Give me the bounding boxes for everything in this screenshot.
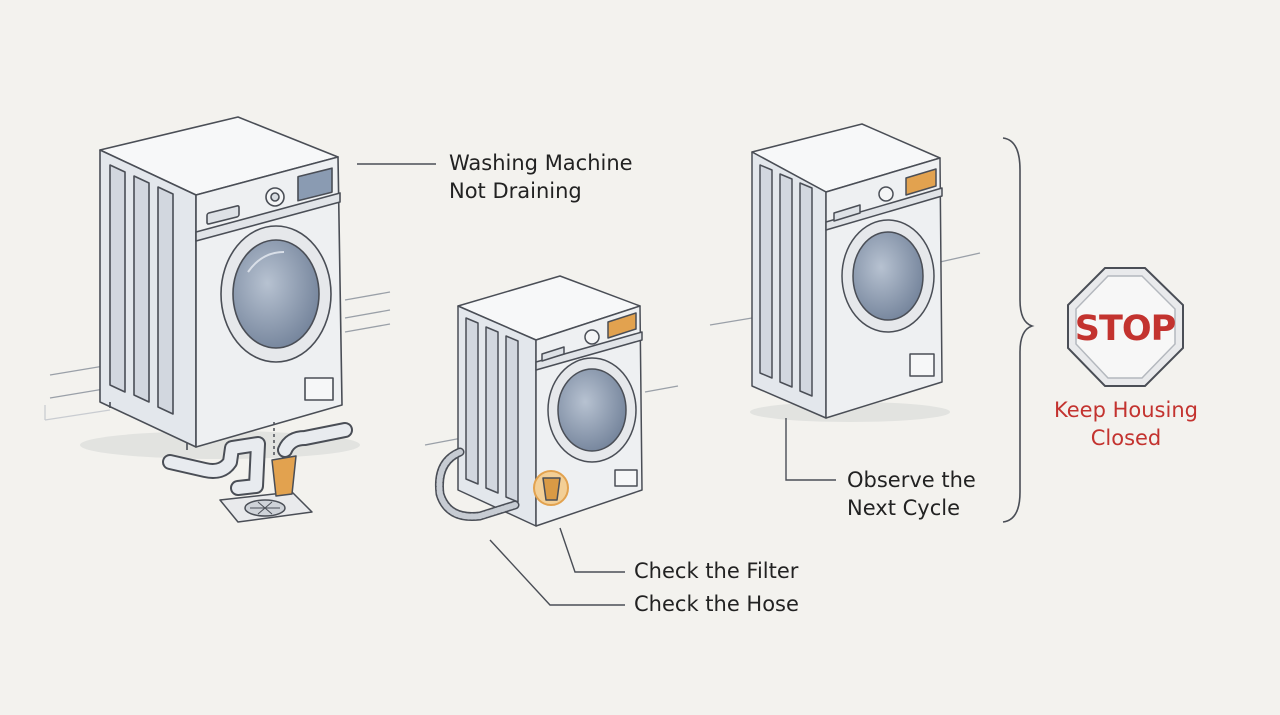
leader-hose [489, 539, 625, 606]
washer-medium [750, 123, 950, 422]
leader-filter [559, 527, 625, 573]
label-observe-next-cycle: Observe the Next Cycle [847, 468, 976, 520]
label-check-hose: Check the Hose [634, 592, 799, 616]
label-keep-housing-closed: Keep Housing Closed [1054, 398, 1198, 450]
label-check-filter: Check the Filter [634, 559, 799, 583]
curly-brace [1002, 137, 1035, 523]
floor-lines [44, 252, 981, 446]
leader-lines [357, 163, 836, 606]
label-not-draining: Washing Machine Not Draining [449, 151, 633, 203]
drain-pipes [162, 422, 353, 523]
washer-large [80, 116, 360, 459]
stop-sign: STOP [1067, 267, 1184, 387]
stop-sign-text: STOP [1075, 309, 1176, 349]
washer-small [434, 275, 643, 527]
leader-observe [785, 418, 836, 481]
